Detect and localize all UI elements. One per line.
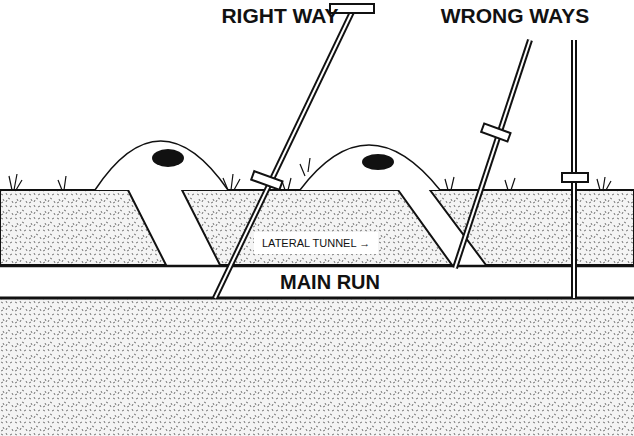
- main-run-floor: [0, 297, 634, 300]
- main-run-roof: [0, 265, 634, 268]
- probe-wrong-angled: [455, 40, 530, 268]
- tunnel-tag: LATERAL TUNNEL →: [254, 232, 378, 254]
- tunnel-text: LATERAL TUNNEL →: [262, 237, 370, 249]
- mole-hills: [0, 141, 634, 190]
- heading-label: RIGHT WAY: [221, 4, 338, 28]
- soil-block: [0, 190, 166, 265]
- grass-tufts: [9, 158, 611, 190]
- mound-hole: [152, 149, 184, 167]
- probe-wrong-vertical: [562, 40, 588, 298]
- mound-hole: [362, 154, 394, 170]
- heading-label: WRONG WAYS: [441, 4, 590, 28]
- lower-soil: [0, 298, 634, 436]
- tunnel-label: MAIN RUN: [280, 271, 380, 294]
- soil-block: [182, 190, 452, 265]
